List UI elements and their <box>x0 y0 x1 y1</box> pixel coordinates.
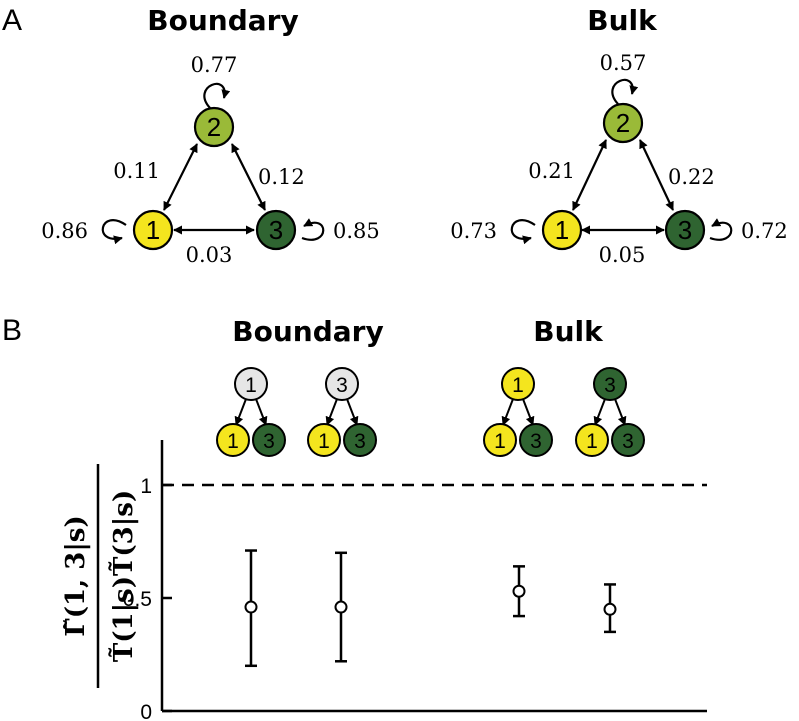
self-loop-arrow <box>611 78 639 105</box>
motif-right-node <box>519 423 553 457</box>
motif-left-node <box>216 423 250 457</box>
edge-2-3-arrow <box>231 143 266 211</box>
self-prob-3: 0.72 <box>741 219 788 243</box>
data-point <box>244 600 258 614</box>
edge-prob-2-3: 0.22 <box>668 165 715 189</box>
data-point <box>603 602 617 616</box>
motif-left-node <box>575 423 609 457</box>
motif-left-label: 1 <box>494 430 506 453</box>
network-boundary: Boundary 2 1 3 0.77 0.86 0.85 0.11 0.12 … <box>41 4 380 267</box>
data-marks <box>244 549 617 668</box>
node-label: 3 <box>269 215 283 245</box>
self-prob-1: 0.73 <box>450 219 497 243</box>
self-loop-arrow <box>510 219 536 245</box>
node-label: 2 <box>207 112 221 142</box>
motif-group-title-bulk: Bulk <box>533 315 604 348</box>
data-point <box>512 584 526 598</box>
motif-arrow <box>346 398 359 426</box>
motif-top-label: 3 <box>336 374 348 397</box>
motif-arrow <box>593 398 606 426</box>
motif-right-label: 3 <box>530 430 542 453</box>
motif-top-label: 1 <box>245 374 257 397</box>
motif-right-node <box>252 423 286 457</box>
motif-arrow <box>255 398 268 426</box>
state-node-3 <box>664 209 706 251</box>
state-node-2 <box>602 102 644 144</box>
motif-arrow <box>522 398 535 426</box>
state-node-2 <box>193 106 235 148</box>
motif-right-label: 3 <box>622 430 634 453</box>
network-title: Boundary <box>147 4 298 37</box>
motif-left-node <box>307 423 341 457</box>
motif-left-label: 1 <box>318 430 330 453</box>
self-loop-arrow <box>709 218 733 241</box>
state-node-1 <box>132 209 174 251</box>
edge-prob-1-3: 0.03 <box>186 243 233 267</box>
y-ticks: 00.51 <box>123 475 172 721</box>
edge-1-2-arrow <box>572 139 607 211</box>
panel-letter-a: A <box>2 4 22 37</box>
self-loop-arrow <box>203 82 231 109</box>
motif-top-node <box>501 367 535 401</box>
edge-prob-2-3: 0.12 <box>258 165 305 189</box>
motif-right-label: 3 <box>263 430 275 453</box>
self-prob-3: 0.85 <box>333 219 380 243</box>
state-node-3 <box>255 209 297 251</box>
self-loop-arrow <box>101 219 127 245</box>
motif-right-node <box>611 423 645 457</box>
edge-2-3-arrow <box>639 139 674 211</box>
y-tick-label: 0.5 <box>123 588 152 611</box>
ratio-chart: 00.51 <box>123 440 707 721</box>
edge-prob-1-3: 0.05 <box>599 243 646 267</box>
node-label: 1 <box>146 215 160 245</box>
motif-2: 3 1 3 <box>307 367 377 457</box>
edge-prob-1-2: 0.11 <box>113 159 160 183</box>
self-prob-2: 0.77 <box>191 53 238 77</box>
motif-arrow <box>234 398 247 426</box>
edge-1-2-arrow <box>163 143 198 211</box>
motif-top-label: 1 <box>512 374 524 397</box>
motif-1: 1 1 3 <box>216 367 286 457</box>
y-axis-label: Γ̃(1, 3|s) T̃(1|s)T̃(3|s) <box>61 464 139 688</box>
edge-prob-1-2: 0.21 <box>528 159 575 183</box>
motif-3: 1 1 3 <box>483 367 553 457</box>
motif-right-node <box>343 423 377 457</box>
self-loop-arrow <box>301 218 325 241</box>
motif-group-title-boundary: Boundary <box>232 315 383 348</box>
motif-arrow <box>501 398 514 426</box>
motif-left-node <box>483 423 517 457</box>
motif-left-label: 1 <box>227 430 239 453</box>
panel-letter-b: B <box>2 314 22 347</box>
y-tick-label: 0 <box>140 701 152 721</box>
y-tick-label: 1 <box>140 475 152 498</box>
state-node-1 <box>541 209 583 251</box>
motif-4: 3 1 3 <box>575 367 645 457</box>
data-point <box>334 600 348 614</box>
motif-top-label: 3 <box>604 374 616 397</box>
node-label: 2 <box>616 108 630 138</box>
network-title: Bulk <box>587 4 658 37</box>
motif-top-node <box>234 367 268 401</box>
self-prob-2: 0.57 <box>600 51 647 75</box>
motif-arrow <box>614 398 627 426</box>
y-label-denominator: T̃(1|s)T̃(3|s) <box>108 490 139 662</box>
motif-left-label: 1 <box>586 430 598 453</box>
motif-top-node <box>325 367 359 401</box>
node-label: 3 <box>678 215 692 245</box>
motif-top-node <box>593 367 627 401</box>
motif-right-label: 3 <box>354 430 366 453</box>
self-prob-1: 0.86 <box>41 219 88 243</box>
y-label-numerator: Γ̃(1, 3|s) <box>61 515 91 636</box>
node-label: 1 <box>555 215 569 245</box>
network-bulk: Bulk 2 1 3 0.57 0.73 0.72 0.21 0.22 0.05 <box>450 4 788 267</box>
motif-arrow <box>325 398 338 426</box>
